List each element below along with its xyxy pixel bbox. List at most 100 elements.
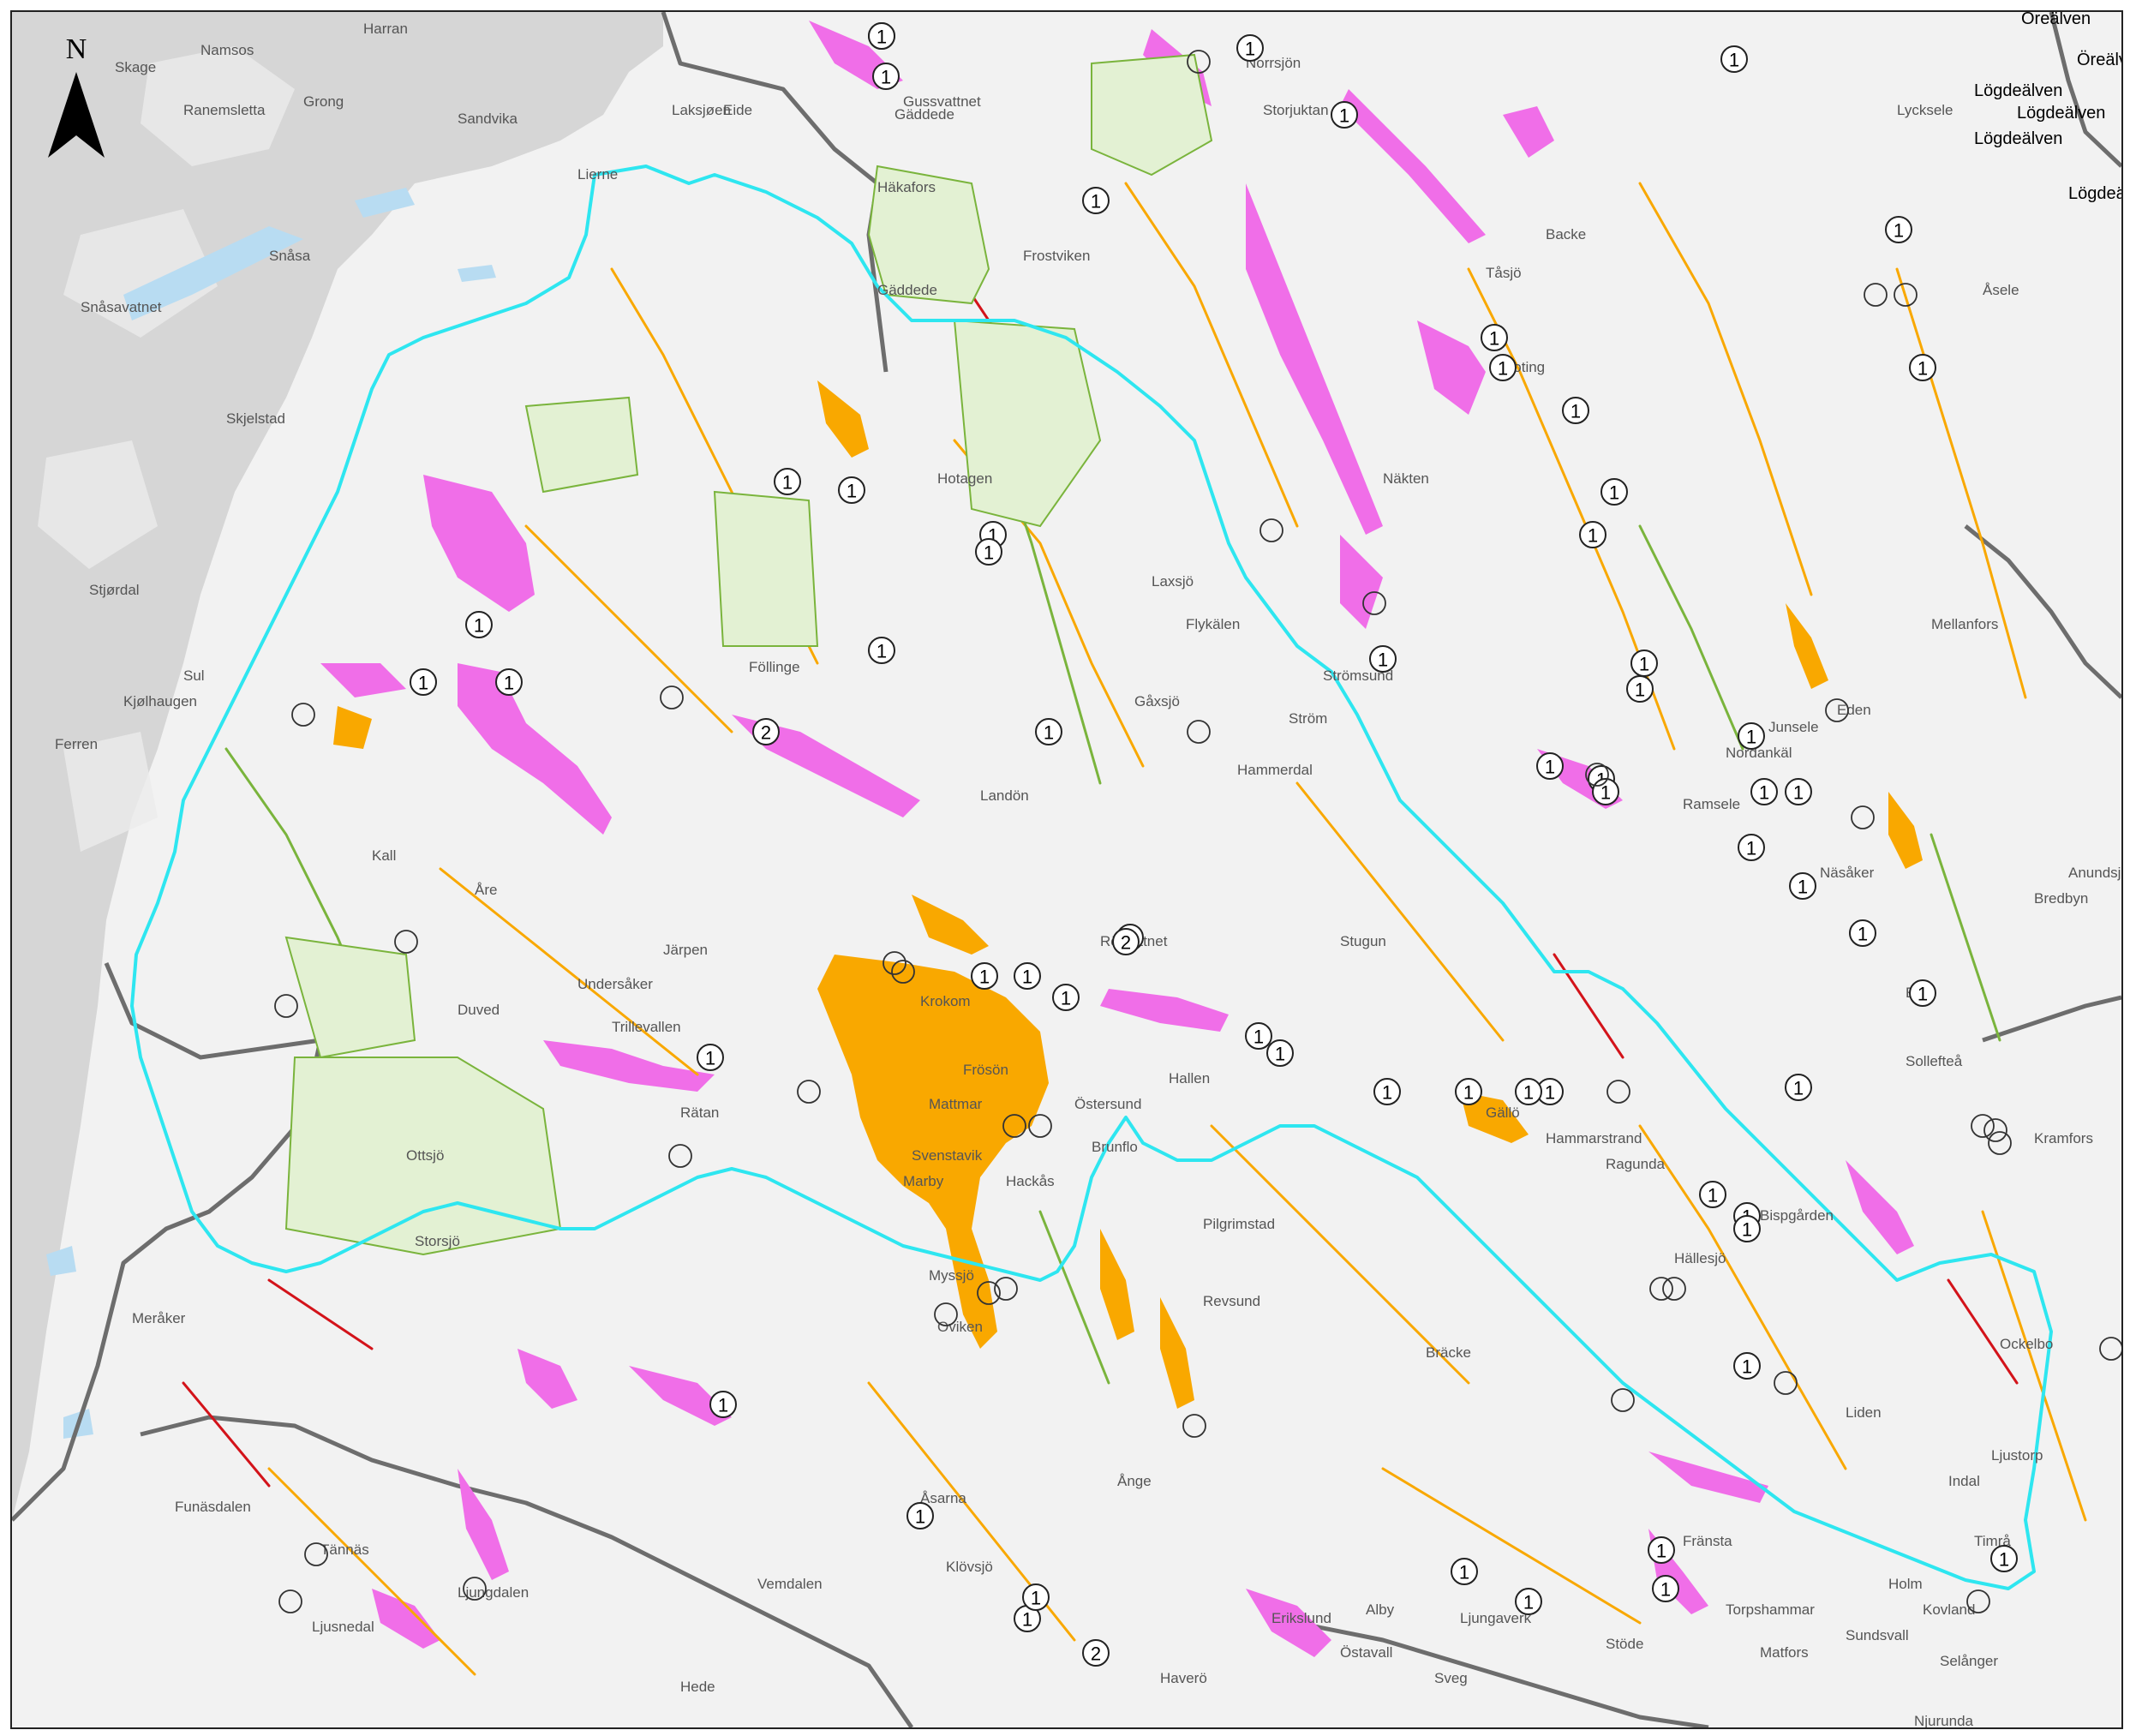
marker-circle[interactable]	[495, 668, 523, 696]
marker-circle[interactable]	[1245, 1022, 1272, 1050]
site-marker[interactable]: 1	[1652, 1575, 1679, 1602]
site-marker[interactable]: 1	[872, 63, 900, 90]
marker-circle[interactable]	[1489, 354, 1517, 381]
marker-circle[interactable]	[1451, 1558, 1478, 1585]
site-marker[interactable]: 1	[1515, 1078, 1542, 1105]
empty-marker[interactable]	[2099, 1337, 2121, 1361]
site-marker[interactable]: 1	[1909, 354, 1936, 381]
marker-circle[interactable]	[1035, 718, 1062, 745]
marker-circle[interactable]	[1733, 1215, 1761, 1242]
marker-circle[interactable]	[868, 637, 895, 664]
marker-circle[interactable]	[1515, 1588, 1542, 1615]
empty-marker[interactable]	[1988, 1131, 2012, 1155]
site-marker[interactable]: 1	[1369, 645, 1397, 673]
marker-circle[interactable]	[1626, 675, 1654, 703]
marker-circle[interactable]	[1738, 722, 1765, 750]
marker-circle[interactable]	[752, 718, 780, 745]
marker-circle[interactable]	[868, 22, 895, 50]
empty-marker[interactable]	[274, 994, 298, 1018]
site-marker[interactable]: 1	[1750, 778, 1778, 805]
empty-marker[interactable]	[1182, 1414, 1206, 1438]
site-marker[interactable]: 1	[1789, 872, 1816, 900]
site-markers[interactable]: 1111111111111111112111111111111111111111…	[410, 22, 2018, 1667]
site-marker[interactable]: 1	[1785, 1074, 1812, 1101]
marker-circle[interactable]	[1849, 919, 1876, 947]
site-marker[interactable]: 1	[1785, 778, 1812, 805]
empty-marker[interactable]	[1611, 1388, 1635, 1412]
empty-marker[interactable]	[278, 1589, 302, 1613]
empty-marker[interactable]	[1649, 1277, 1673, 1301]
site-marker[interactable]: 1	[1849, 919, 1876, 947]
marker-circle[interactable]	[838, 476, 865, 504]
marker-circle[interactable]	[1331, 101, 1358, 129]
site-marker[interactable]: 1	[1481, 324, 1508, 351]
site-marker[interactable]: 1	[906, 1502, 934, 1529]
marker-circle[interactable]	[1266, 1039, 1294, 1067]
site-marker[interactable]: 1	[1014, 962, 1041, 990]
marker-circle[interactable]	[1648, 1536, 1675, 1564]
empty-marker[interactable]	[1864, 283, 1888, 307]
site-marker[interactable]: 1	[465, 611, 493, 638]
empty-marker[interactable]	[1028, 1114, 1052, 1138]
marker-circle[interactable]	[1052, 984, 1080, 1011]
site-marker[interactable]: 1	[1733, 1215, 1761, 1242]
empty-marker[interactable]	[883, 951, 906, 975]
site-marker[interactable]: 1	[1451, 1558, 1478, 1585]
site-marker[interactable]: 1	[838, 476, 865, 504]
marker-circle[interactable]	[906, 1502, 934, 1529]
empty-marker[interactable]	[994, 1277, 1018, 1301]
site-marker[interactable]: 2	[752, 718, 780, 745]
site-marker[interactable]: 1	[1720, 45, 1748, 73]
marker-circle[interactable]	[1720, 45, 1748, 73]
empty-marker[interactable]	[1851, 805, 1875, 829]
marker-circle[interactable]	[1738, 834, 1765, 861]
marker-circle[interactable]	[1785, 778, 1812, 805]
marker-circle[interactable]	[1455, 1078, 1482, 1105]
marker-circle[interactable]	[1536, 752, 1564, 780]
marker-circle[interactable]	[1652, 1575, 1679, 1602]
marker-circle[interactable]	[1373, 1078, 1401, 1105]
site-marker[interactable]: 1	[1600, 478, 1628, 506]
empty-marker[interactable]	[304, 1542, 328, 1566]
marker-circle[interactable]	[774, 468, 801, 495]
site-marker[interactable]: 1	[1733, 1352, 1761, 1380]
site-marker[interactable]: 1	[1022, 1583, 1050, 1611]
site-marker[interactable]: 1	[1245, 1022, 1272, 1050]
marker-circle[interactable]	[1909, 979, 1936, 1007]
marker-circle[interactable]	[1112, 928, 1140, 955]
map-canvas[interactable]: SkageNamsosGrongHarranRanemslettaSnåsaSa…	[12, 12, 2121, 1727]
marker-circle[interactable]	[1699, 1181, 1726, 1208]
site-marker[interactable]: 1	[1990, 1545, 2018, 1572]
marker-circle[interactable]	[1515, 1078, 1542, 1105]
site-marker[interactable]: 1	[1648, 1536, 1675, 1564]
empty-marker[interactable]	[977, 1281, 1001, 1305]
marker-circle[interactable]	[1014, 962, 1041, 990]
empty-marker[interactable]	[463, 1577, 487, 1601]
empty-marker[interactable]	[1187, 720, 1211, 744]
site-marker[interactable]: 1	[1885, 216, 1912, 243]
empty-marker[interactable]	[668, 1144, 692, 1168]
marker-circle[interactable]	[1990, 1545, 2018, 1572]
site-marker[interactable]: 1	[1331, 101, 1358, 129]
site-marker[interactable]: 1	[1579, 521, 1606, 548]
site-marker[interactable]: 1	[1052, 984, 1080, 1011]
marker-circle[interactable]	[1733, 1352, 1761, 1380]
marker-circle[interactable]	[1785, 1074, 1812, 1101]
empty-marker[interactable]	[1966, 1589, 1990, 1613]
site-marker[interactable]: 1	[495, 668, 523, 696]
site-marker[interactable]: 1	[1738, 834, 1765, 861]
site-marker[interactable]: 1	[868, 637, 895, 664]
site-marker[interactable]: 1	[1236, 34, 1264, 62]
marker-circle[interactable]	[697, 1044, 724, 1071]
empty-marker[interactable]	[394, 930, 418, 954]
empty-marker[interactable]	[1606, 1080, 1630, 1104]
empty-marker[interactable]	[1971, 1114, 1995, 1138]
site-marker[interactable]: 2	[1082, 1639, 1110, 1667]
site-marker[interactable]: 1	[1373, 1078, 1401, 1105]
site-marker[interactable]: 1	[1035, 718, 1062, 745]
empty-marker[interactable]	[1825, 698, 1849, 722]
site-marker[interactable]: 1	[1562, 397, 1589, 424]
empty-marker[interactable]	[291, 703, 315, 727]
marker-circle[interactable]	[1750, 778, 1778, 805]
marker-circle[interactable]	[1022, 1583, 1050, 1611]
